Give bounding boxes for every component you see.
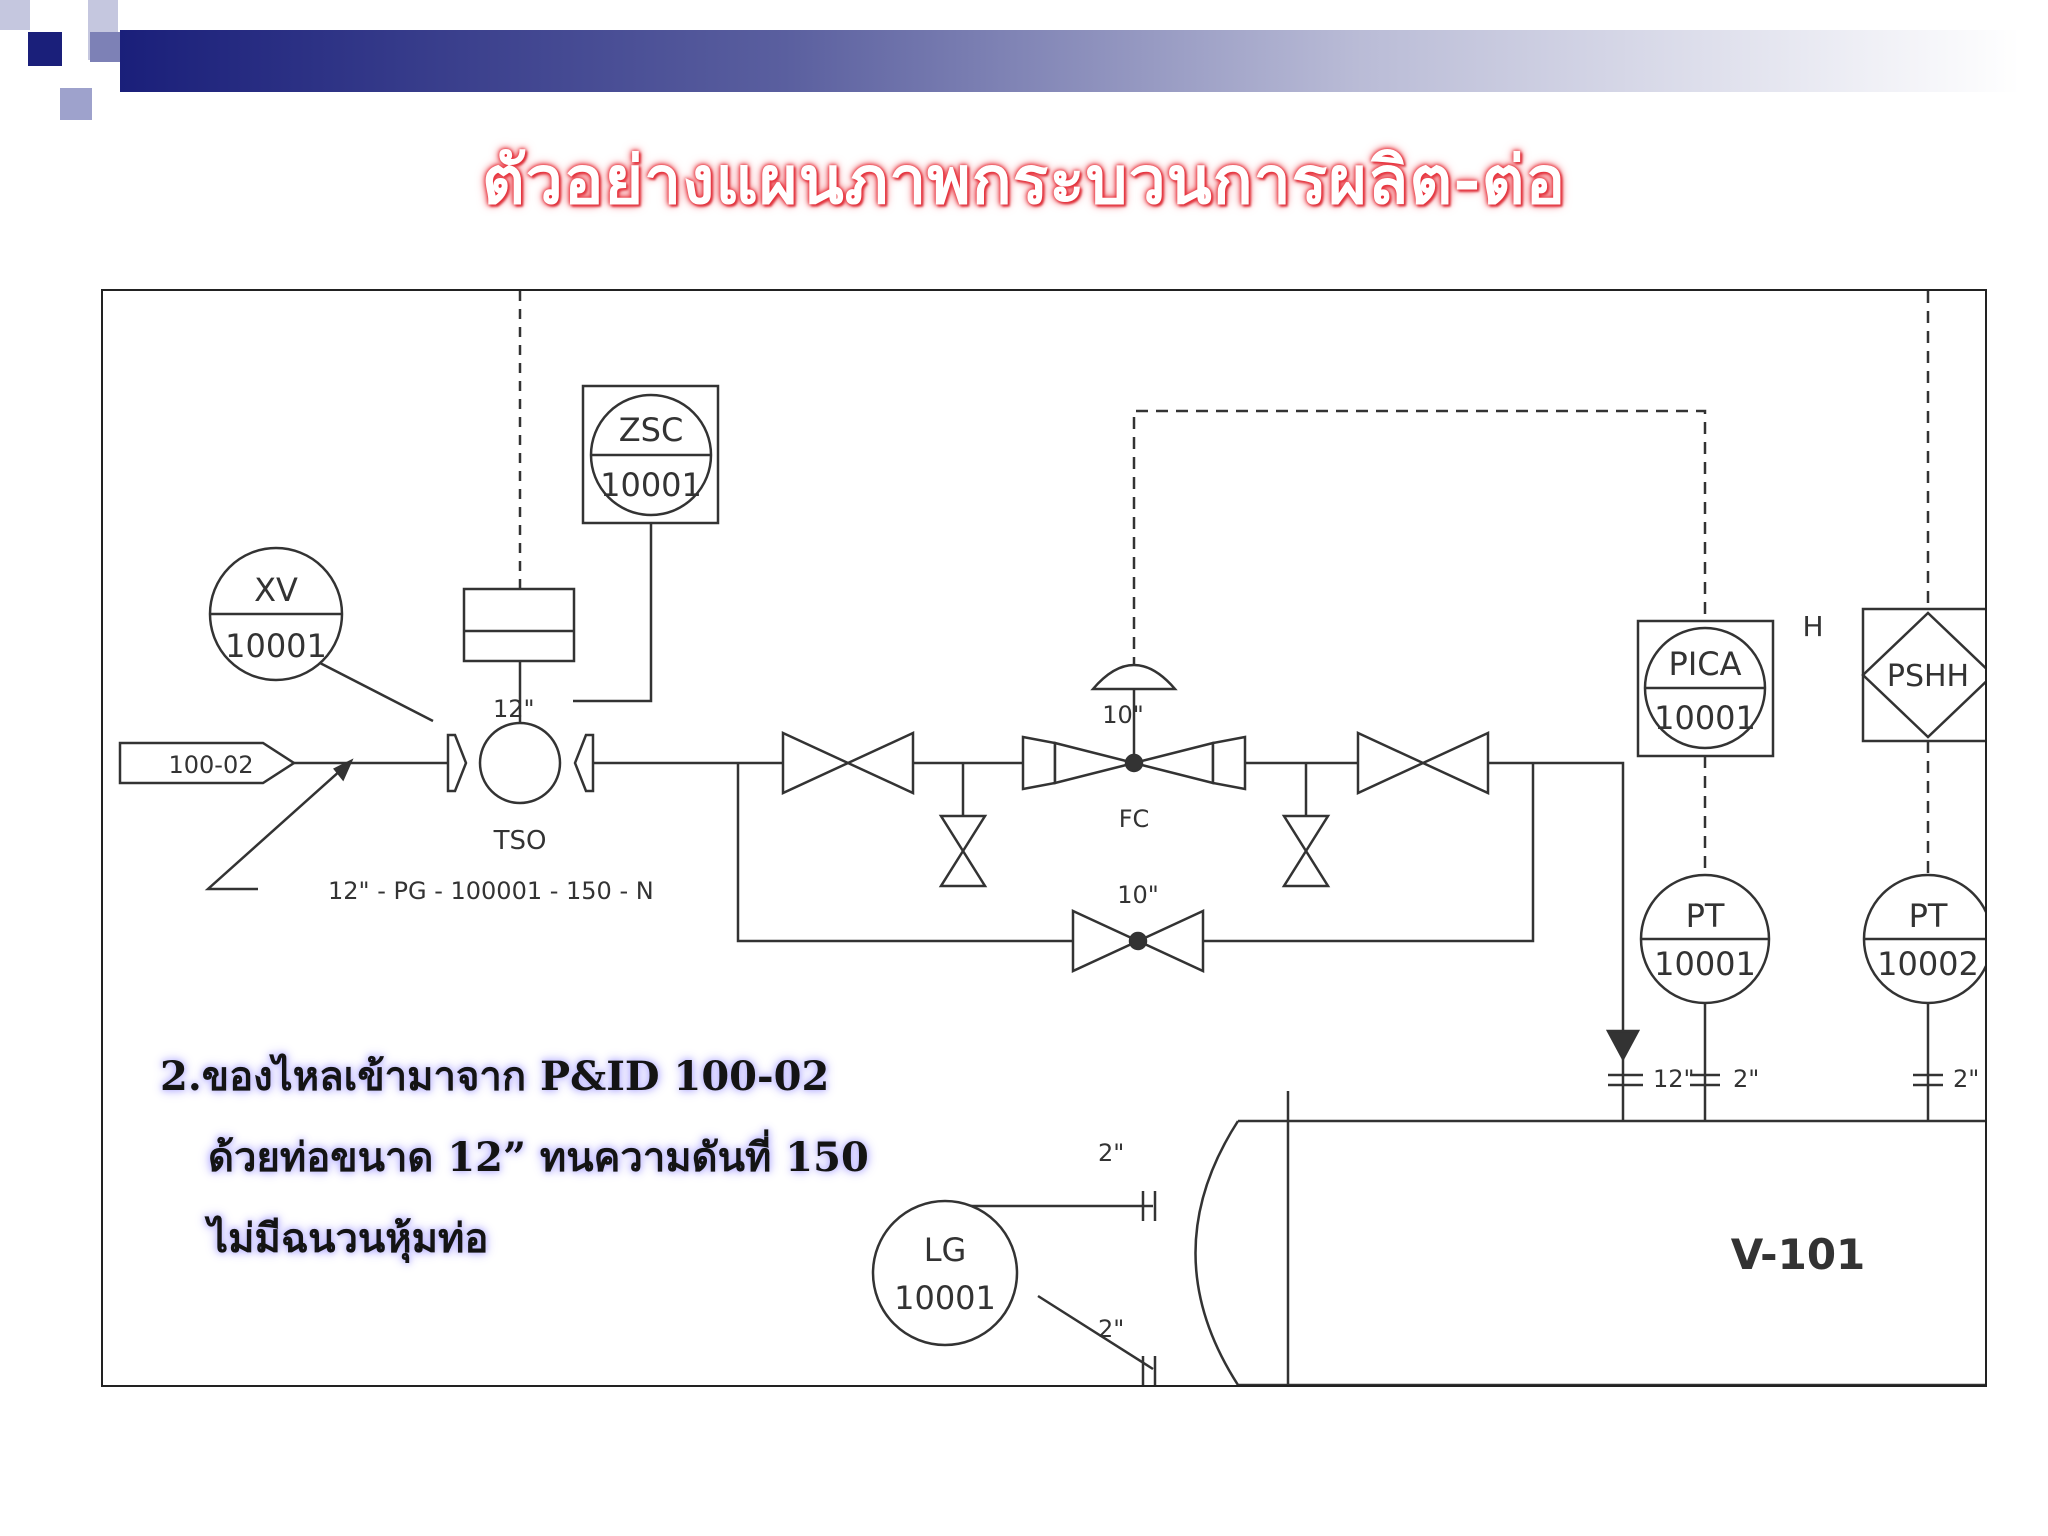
- xv-leader: [319, 661, 434, 723]
- bypass-line-left: [736, 763, 1073, 943]
- tso-actuator: [462, 587, 576, 663]
- pica-number: 10001: [1654, 699, 1756, 737]
- lg-tag: LG: [924, 1231, 967, 1269]
- fc-diaphragm-actuator: [1090, 663, 1178, 691]
- header-square-grey: [90, 32, 120, 62]
- vessel-head: [1194, 1120, 1240, 1385]
- slide-title: ตัวอย่างแผนภาพกระบวนการผลิต-ต่อ: [481, 141, 1567, 219]
- alarm-high-label: H: [1802, 610, 1823, 643]
- line-spec-leader: [204, 760, 352, 891]
- bypass-line-right: [1203, 763, 1535, 943]
- pshh-tag: PSHH: [1887, 659, 1969, 694]
- flow-arrow: [1605, 1029, 1641, 1062]
- pt-10002-tag: PT: [1909, 897, 1948, 935]
- block-valve-2: [1356, 731, 1426, 795]
- pt-10002-number: 10002: [1877, 945, 1979, 983]
- nozzle-2a-label: 2": [1733, 1065, 1759, 1093]
- pid-drawing: ZSC 10001 XV 10001 PICA 10001 H PSHH PT …: [118, 291, 1985, 1385]
- header-gradient-bar: [120, 30, 2020, 92]
- drain-valve-1: [938, 814, 988, 854]
- fc-label: FC: [1119, 805, 1150, 833]
- zsc-tag: ZSC: [619, 411, 684, 449]
- xv-tag: XV: [254, 571, 298, 609]
- line-source-label: 100-02: [168, 751, 253, 779]
- header-square-dark: [28, 32, 62, 66]
- note-line-3: ไม่มีฉนวนหุ้มท่อ: [208, 1215, 489, 1262]
- vessel-label: V-101: [1731, 1230, 1866, 1279]
- process-line-to-vessel: [1488, 761, 1625, 1031]
- note-line-2: ด้วยท่อขนาด 12” ทนความดันที่ 150: [208, 1134, 869, 1181]
- offpage-connector: [118, 741, 297, 785]
- header-square-light: [0, 0, 30, 30]
- line-spec-label: 12" - PG - 100001 - 150 - N: [328, 877, 654, 905]
- lg-instrument: [871, 1199, 1019, 1347]
- lg-number: 10001: [894, 1279, 996, 1317]
- tso-valve: [478, 721, 562, 805]
- nozzle-2b-label: 2": [1953, 1065, 1979, 1093]
- fc-size-label: 10": [1102, 701, 1144, 729]
- xv-number: 10001: [225, 627, 327, 665]
- tso-label: TSO: [493, 826, 547, 856]
- explanation-note: 2.ของไหลเข้ามาจาก P&ID 100-02 ด้วยท่อขนา…: [160, 1036, 869, 1279]
- note-line-1: 2.ของไหลเข้ามาจาก P&ID 100-02: [160, 1053, 830, 1100]
- bypass-size-label: 10": [1117, 881, 1159, 909]
- header-square-small: [60, 88, 92, 120]
- block-valve-1: [781, 731, 851, 795]
- pt-10001-tag: PT: [1686, 897, 1725, 935]
- signal-line-fc: [1132, 409, 1707, 689]
- zsc-number: 10001: [600, 466, 702, 504]
- pica-tag: PICA: [1669, 645, 1742, 683]
- zsc-connection: [573, 523, 653, 703]
- drain-valve-2: [1281, 814, 1331, 854]
- lg-top-size-label: 2": [1098, 1139, 1124, 1167]
- tso-size-label: 12": [493, 695, 535, 723]
- fc-control-valve: [1053, 741, 1135, 785]
- pt-10001-number: 10001: [1654, 945, 1756, 983]
- nozzle-12-label: 12": [1653, 1065, 1695, 1093]
- lg-bottom-size-label: 2": [1098, 1315, 1124, 1343]
- pid-diagram: ZSC 10001 XV 10001 PICA 10001 H PSHH PT …: [101, 289, 1987, 1387]
- bypass-valve: [1071, 909, 1141, 973]
